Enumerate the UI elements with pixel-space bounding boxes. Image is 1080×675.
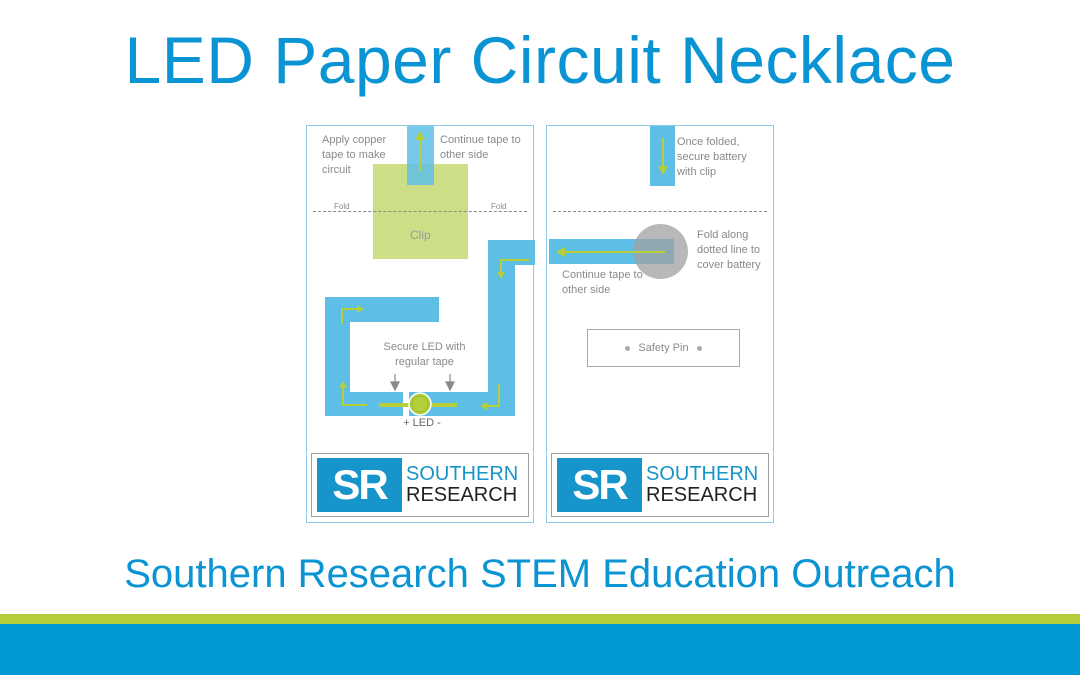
fold-label-left: Fold bbox=[334, 202, 350, 211]
fold-along-note: Fold along dotted line to cover battery bbox=[697, 229, 761, 271]
pin-dot-right bbox=[696, 345, 702, 351]
circuit-front-panel: Apply copper tape to make circuit Contin… bbox=[306, 125, 535, 523]
continue-tape-note: Continue tape to other side bbox=[440, 134, 521, 161]
logo-line-southern: SOUTHERN bbox=[406, 463, 519, 485]
fold-label-right: Fold bbox=[491, 202, 507, 211]
secure-led-note: Secure LED with regular tape bbox=[383, 341, 466, 368]
logo-line-southern: SOUTHERN bbox=[646, 463, 759, 485]
logo-mark: SR bbox=[317, 458, 402, 512]
fold-line bbox=[313, 211, 527, 212]
back-arrows bbox=[556, 138, 668, 257]
safety-pin-label: Safety Pin bbox=[638, 342, 689, 354]
led-polarity-label: + LED - bbox=[403, 417, 441, 429]
clip-label: Clip bbox=[410, 228, 431, 242]
southern-research-logo: SR SOUTHERN RESEARCH bbox=[551, 453, 769, 517]
logo-line-research: RESEARCH bbox=[646, 484, 758, 506]
circuit-arrows bbox=[339, 131, 529, 416]
fold-line bbox=[553, 211, 767, 212]
apply-tape-note: Apply copper tape to make circuit bbox=[322, 134, 387, 176]
footer-accent-stripe bbox=[0, 614, 1080, 624]
logo-line-research: RESEARCH bbox=[406, 484, 518, 506]
page-title: LED Paper Circuit Necklace bbox=[124, 23, 956, 97]
continue-tape-note: Continue tape to other side bbox=[562, 269, 643, 296]
page-subtitle: Southern Research STEM Education Outreac… bbox=[124, 552, 956, 596]
southern-research-logo: SR SOUTHERN RESEARCH bbox=[311, 453, 529, 517]
logo-mark: SR bbox=[557, 458, 642, 512]
footer-band bbox=[0, 624, 1080, 675]
circuit-back-panel: Once folded, secure battery with clip Fo… bbox=[546, 125, 774, 523]
secure-battery-note: Once folded, secure battery with clip bbox=[677, 136, 747, 178]
safety-pin-area: Safety Pin bbox=[587, 329, 740, 367]
pin-dot-left bbox=[625, 345, 631, 351]
